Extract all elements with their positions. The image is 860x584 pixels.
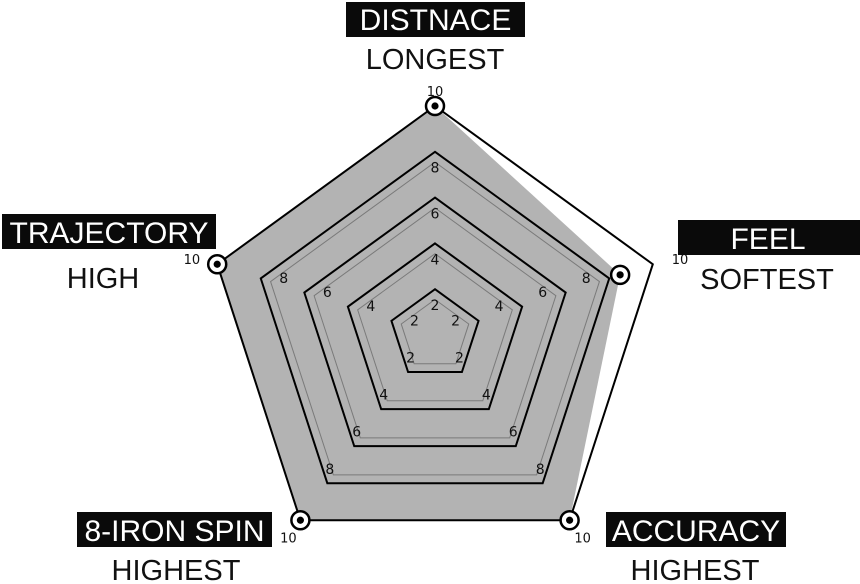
grid-ring [390,287,480,374]
tick-label-max: 10 [184,253,201,268]
vertex-marker-dot [566,516,574,524]
axis-title-box [678,220,860,255]
axis-title: FEEL [730,223,805,256]
axis-title-box [2,214,216,249]
vertex-marker-dot [296,516,304,524]
tick-label: 4 [379,388,388,404]
series-area [217,106,621,521]
axis-subtitle: HIGHEST [631,555,760,584]
grid-ring [303,196,567,448]
tick-label: 8 [279,271,288,287]
tick-label: 8 [582,271,591,287]
tick-label-max: 10 [280,531,297,546]
tick-labels-layer: 2 4 6 8 2 4 6 8 2 4 6 8 2 4 6 8 2 4 6 8 [279,161,590,478]
tick-label: 6 [352,425,361,441]
tick-label: 6 [509,425,518,441]
grid-rings-layer [216,104,654,522]
tick-label: 8 [431,161,440,177]
tick-label: 2 [410,313,419,329]
tick-label: 4 [495,299,504,315]
tick-label: 6 [323,285,332,301]
tick-label: 2 [451,313,460,329]
grid-ring-guide [269,161,601,476]
tick-label: 8 [325,462,334,478]
vertex-marker-dot [431,102,439,110]
tick-label: 2 [455,351,464,367]
tick-label: 4 [366,299,375,315]
vertex-marker-dot [213,260,221,268]
vertex-marker-dot [616,271,624,279]
tick-label: 8 [536,462,545,478]
tick-label: 6 [538,285,547,301]
axis-title-box [606,512,786,547]
axis-subtitle: HIGH [67,263,140,295]
axis-title: 8-IRON SPIN [84,515,264,548]
axis-title: TRAJECTORY [10,217,209,250]
grid-ring [216,104,654,522]
grid-ring-guide [400,298,470,365]
grid-ring [346,242,524,411]
tick-label: 4 [482,388,491,404]
tick-label: 2 [406,351,415,367]
vertex-markers-layer: 10 10 10 10 10 [184,85,689,546]
axis-subtitle: LONGEST [366,44,505,76]
grid-ring [259,150,611,485]
axis-title-box [346,2,525,37]
grid-ring-guide [357,253,513,402]
grid-ring-guide [313,207,557,439]
tick-label-max: 10 [427,85,444,100]
axis-subtitle: HIGHEST [112,555,241,584]
tick-label-max: 10 [672,253,689,268]
tick-label: 4 [431,252,440,268]
series-area-layer [217,106,621,521]
tick-label: 6 [431,206,440,222]
axis-title: ACCURACY [612,515,780,548]
tick-label-max: 10 [574,531,591,546]
axis-title-box [77,512,272,547]
axis-subtitle: SOFTEST [700,264,834,296]
tick-label: 2 [431,298,440,314]
axis-title: DISTNACE [360,4,512,37]
